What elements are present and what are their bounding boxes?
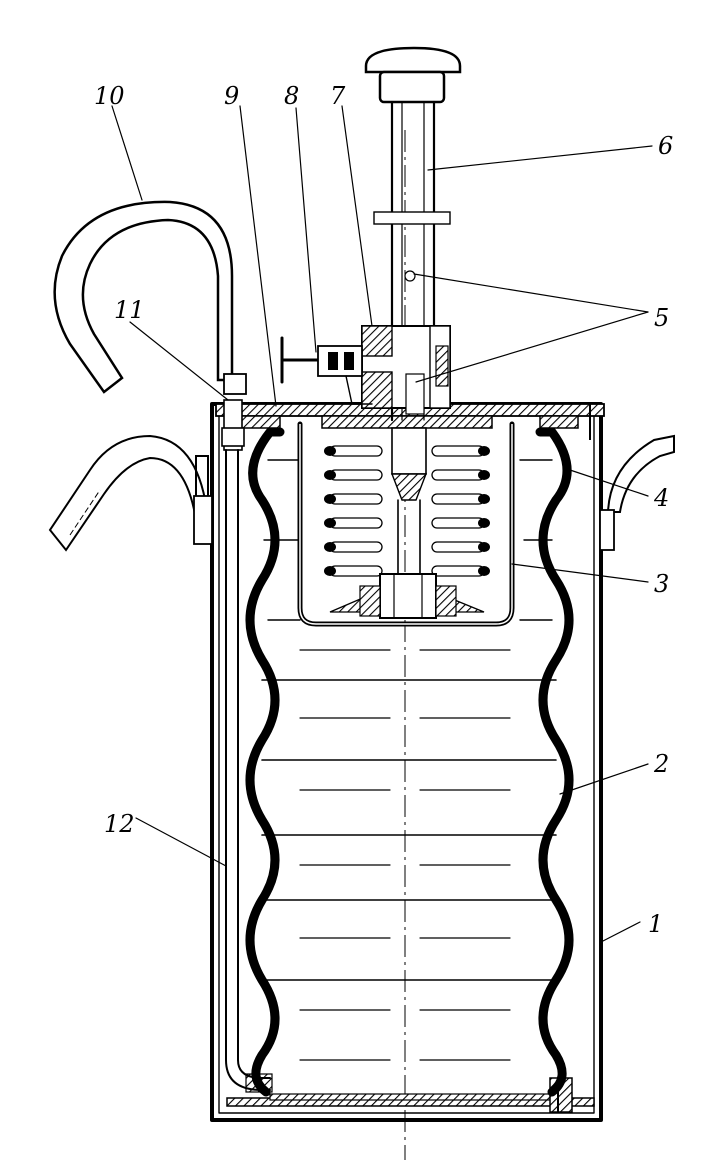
callout-6: 6 <box>658 132 673 160</box>
valve-housing <box>361 325 451 415</box>
callout-5: 5 <box>654 304 669 332</box>
compression-spring <box>324 445 490 577</box>
bellows-corrugated-chamber <box>245 427 574 1097</box>
callout-11: 11 <box>114 296 145 324</box>
leader-lines <box>111 105 653 943</box>
carrying-strap-right <box>599 434 675 551</box>
callout-7: 7 <box>330 82 346 110</box>
callout-2: 2 <box>653 750 669 778</box>
spray-hose <box>53 200 247 395</box>
air-valve-side <box>280 336 373 405</box>
callout-1: 1 <box>648 910 663 938</box>
callout-10: 10 <box>94 82 125 110</box>
carrying-strap-left <box>48 434 213 552</box>
callout-12: 12 <box>104 810 135 838</box>
callout-8: 8 <box>284 82 299 110</box>
piston-screw-rod <box>359 427 457 619</box>
callout-9: 9 <box>224 82 239 110</box>
callout-3: 3 <box>654 570 669 598</box>
siphon-tube <box>221 399 271 1091</box>
callout-labels: 1 2 3 4 5 6 7 8 9 10 11 12 <box>94 82 673 938</box>
callout-4: 4 <box>653 484 669 512</box>
